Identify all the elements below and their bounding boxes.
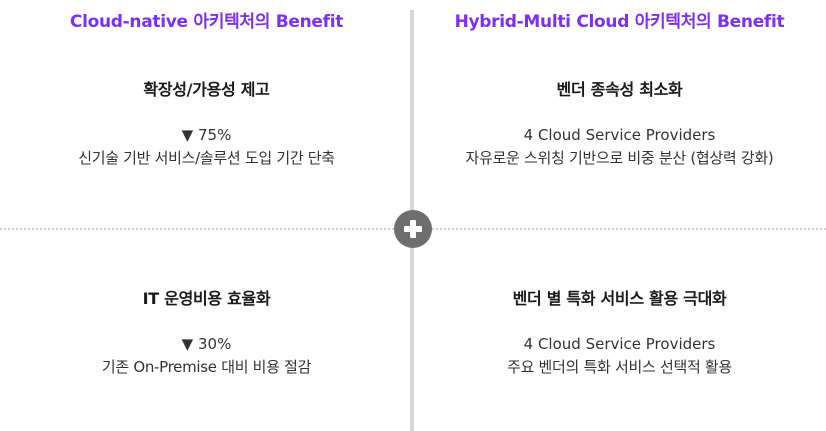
benefit-heading: 벤더 별 특화 서비스 활용 극대화 — [512, 289, 727, 308]
benefit-description: 자유로운 스위칭 기반으로 비중 분산 (협상력 강화) — [465, 149, 774, 167]
benefit-cell-cost: IT 운영비용 효율화 ▼ 30% 기존 On-Premise 대비 비용 절감 — [0, 289, 413, 377]
benefit-heading: 확장성/가용성 제고 — [143, 80, 270, 99]
benefit-metric: ▼ 75% — [181, 126, 232, 144]
right-column-title: Hybrid-Multi Cloud 아키텍처의 Benefit — [454, 12, 785, 32]
benefit-cell-vendor-lockin: 벤더 종속성 최소화 4 Cloud Service Providers 자유로… — [413, 80, 826, 168]
benefit-description: 주요 벤더의 특화 서비스 선택적 활용 — [507, 358, 732, 376]
benefit-metric: 4 Cloud Service Providers — [523, 126, 716, 144]
benefit-description: 신기술 기반 서비스/솔루션 도입 기간 단축 — [78, 149, 335, 167]
benefit-cell-specialized-services: 벤더 별 특화 서비스 활용 극대화 4 Cloud Service Provi… — [413, 289, 826, 377]
benefit-description: 기존 On-Premise 대비 비용 절감 — [101, 358, 312, 376]
benefit-heading: IT 운영비용 효율화 — [142, 289, 271, 308]
benefit-metric: 4 Cloud Service Providers — [523, 335, 716, 353]
benefit-metric: ▼ 30% — [181, 335, 232, 353]
plus-icon — [394, 210, 432, 248]
left-column-title: Cloud-native 아키텍처의 Benefit — [69, 12, 344, 32]
benefit-cell-scalability: 확장성/가용성 제고 ▼ 75% 신기술 기반 서비스/솔루션 도입 기간 단축 — [0, 80, 413, 168]
plus-vertical-bar — [410, 220, 416, 238]
benefit-heading: 벤더 종속성 최소화 — [556, 80, 683, 99]
